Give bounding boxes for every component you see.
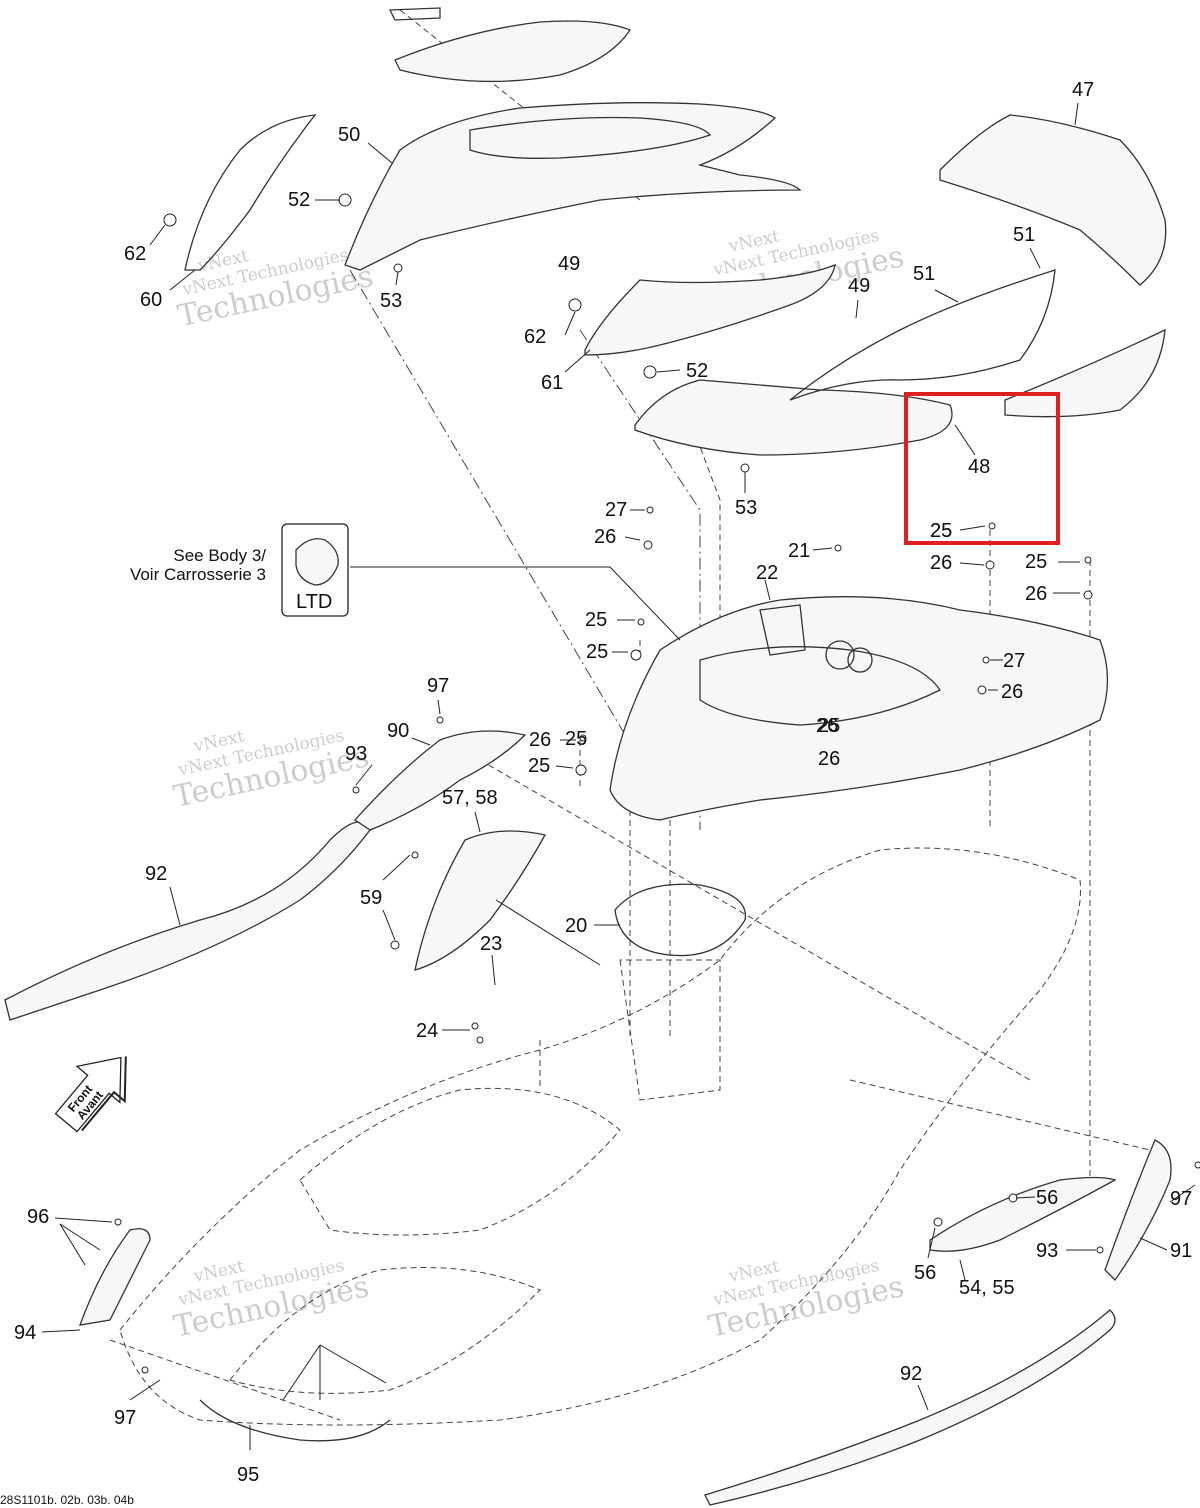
front-deck-cover [344,102,802,271]
grille [1004,328,1166,418]
callout-label: 56 [914,1262,936,1284]
callout-label: 53 [380,290,402,312]
callout-label: 21 [788,540,810,562]
callout-label: 52 [288,189,310,211]
callout-label: 25 [1025,551,1047,573]
callout-label: 97 [1170,1188,1192,1210]
callout-label: 92 [145,863,167,885]
callout-label: 24 [416,1020,438,1042]
fasteners [114,193,1200,1374]
front-direction-arrow: Front Avant [54,1056,127,1133]
callout-label: 92 [900,1363,922,1385]
callout-label: 62 [524,326,546,348]
rear-storage-bin [939,114,1167,286]
callout-label: 54, 55 [959,1277,1015,1299]
callout-label: 53 [735,497,757,519]
callout-label: 49 [848,275,870,297]
callout-label: 96 [27,1206,49,1228]
callout-label: 52 [686,360,708,382]
corner-trim-91 [1104,1139,1172,1282]
highlight-box [904,392,1060,545]
see-body-ref-text-fr: Voir Carrosserie 3 [130,565,266,584]
callout-label: 25 [565,728,587,750]
see-body-ref-text: See Body 3/ [173,546,266,565]
top-covers [184,7,1167,456]
callout-label: 25 [930,520,952,542]
callout-label: 51 [913,263,935,285]
storage-frame [609,596,1109,821]
callout-label: 26 [1001,681,1023,703]
callout-label: 93 [345,743,367,765]
callout-label: 26 [818,748,840,770]
rub-rail-right [704,1309,1116,1506]
corner-trim-94 [79,1228,151,1326]
callout-label: 48 [968,456,990,478]
callout-label: 61 [541,372,563,394]
callout-label: 94 [14,1322,36,1344]
hatch-seal [614,883,747,957]
callout-label: 26 [930,552,952,574]
callout-label: 93 [1036,1240,1058,1262]
callout-label: 95 [237,1464,259,1486]
callout-label: 97 [427,675,449,697]
callout-label: 47 [1072,79,1094,101]
callout-label: 23 [480,933,502,955]
side-panel-48 [634,379,953,456]
callout-label: 91 [1170,1240,1192,1262]
callout-label: 25 [818,715,840,737]
callout-label: 90 [387,720,409,742]
callout-label: 20 [565,915,587,937]
callout-label: 26 [529,729,551,751]
callout-label: 27 [605,499,627,521]
hull-outline [119,847,1081,1426]
callout-label: 60 [140,289,162,311]
callout-label: 25 [586,641,608,663]
side-vent [414,830,546,971]
callout-label: 97 [114,1407,136,1429]
callout-label: 50 [338,124,360,146]
callout-label: 27 [1003,650,1025,672]
see-body-reference: See Body 3/ Voir Carrosserie 3 LTD [130,523,349,617]
callout-label: 56 [1036,1187,1058,1209]
callout-label: 49 [558,253,580,275]
rub-rail-left [4,821,371,1021]
callout-label: 22 [756,562,778,584]
ltd-label: LTD [296,591,332,613]
callout-label: 25 [585,609,607,631]
drawing-reference: 28S1101b. 02b. 03b. 04b [0,1493,134,1507]
rails-and-trims [4,730,1172,1506]
callout-label: 26 [1025,583,1047,605]
callout-label: 25 [528,755,550,777]
callout-label: 26 [594,526,616,548]
callout-label: 51 [1013,224,1035,246]
callout-label: 57, 58 [442,787,498,809]
callout-label: 25 [930,520,952,542]
callout-label: 59 [360,887,382,909]
leader-lines [41,102,1196,1450]
side-panel-61 [584,263,836,356]
callout-label: 26 [816,715,838,737]
callout-label: 62 [124,243,146,265]
callout-labels: 47 50 52 62 60 53 49 51 51 49 62 61 52 5… [14,79,1192,1486]
